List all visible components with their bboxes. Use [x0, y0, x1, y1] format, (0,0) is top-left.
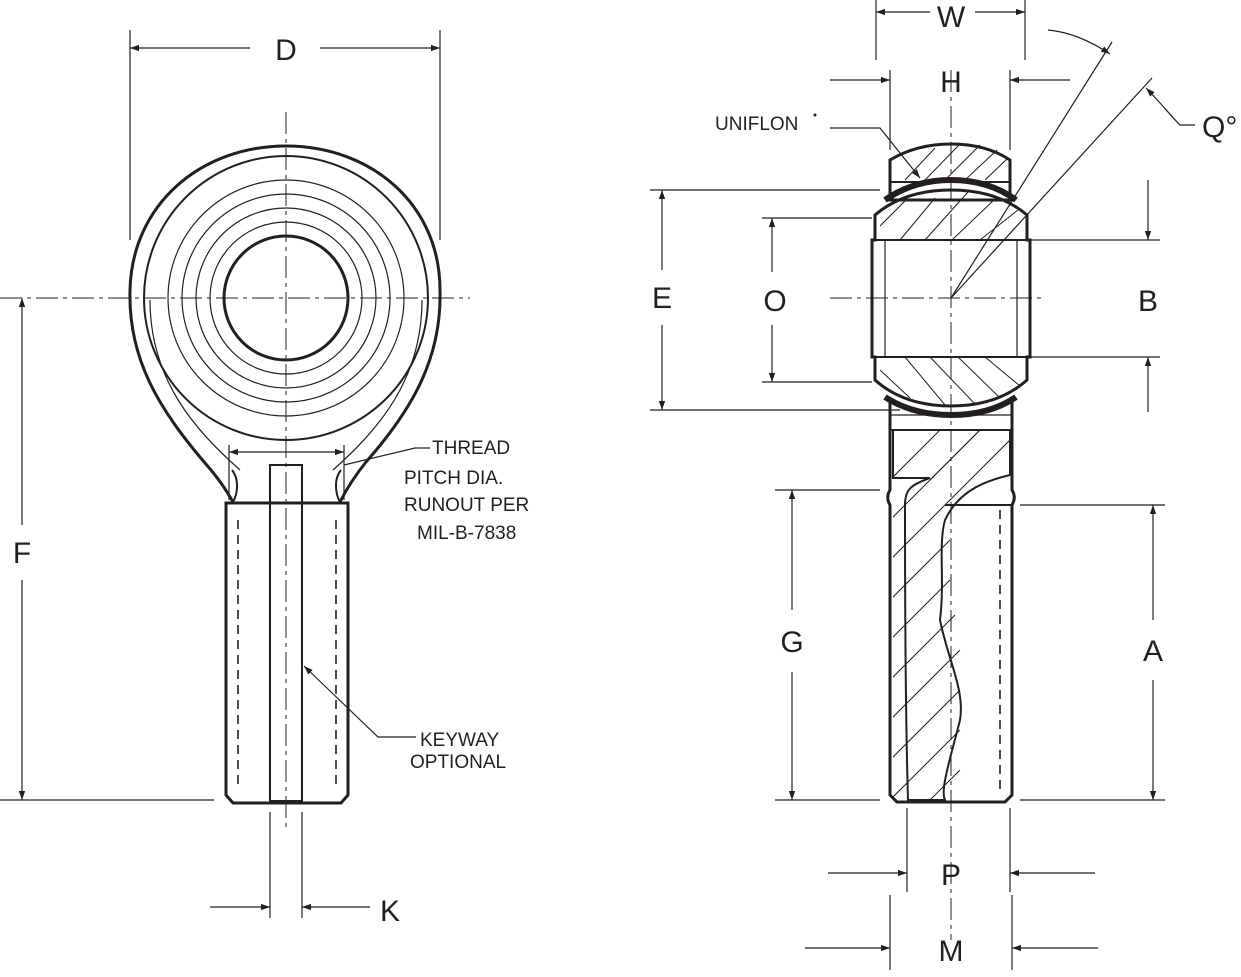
body-cutaway-region — [892, 429, 1011, 801]
note-thread-line2: PITCH DIA. — [404, 468, 503, 489]
dim-label-g: G — [780, 626, 803, 659]
ring — [209, 221, 363, 375]
dim-label-e: E — [652, 282, 672, 315]
front-view: D F THREAD PITCH DIA. RUNOUT PER MIL-B-7… — [0, 30, 529, 928]
angle-line — [950, 41, 1113, 299]
note-keyway-line2: OPTIONAL — [410, 752, 506, 773]
angle-line — [950, 77, 1153, 299]
dim-label-w: W — [937, 1, 966, 34]
dim-label-m: M — [939, 935, 964, 968]
ring — [167, 179, 405, 417]
note-uniflon: UNIFLON — [715, 114, 798, 135]
side-section-view: W H Q° UNIFLON E O B — [650, 0, 1237, 970]
rod-end-head-outline — [128, 144, 442, 503]
hatching — [904, 143, 1009, 181]
dim-label-d: D — [275, 34, 297, 67]
ball-hatching-bottom — [879, 356, 1021, 406]
bore — [222, 234, 350, 362]
rod-end-body-section — [886, 400, 1016, 804]
ring — [143, 155, 429, 441]
keyway-slot — [269, 464, 303, 802]
ring — [181, 193, 391, 403]
note-thread-line4: MIL-B-7838 — [417, 523, 516, 544]
threaded-shank — [224, 501, 350, 805]
dim-label-k: K — [380, 895, 400, 928]
dim-label-h: H — [940, 66, 962, 99]
dim-label-a: A — [1143, 635, 1163, 668]
note-thread-line3: RUNOUT PER — [404, 495, 529, 516]
dim-label-f: F — [13, 537, 31, 570]
body-hatching — [893, 430, 1010, 800]
dim-label-q: Q° — [1202, 111, 1237, 144]
ball-hatching-top — [879, 191, 1019, 241]
dim-label-p: P — [941, 859, 961, 892]
dim-label-b: B — [1138, 285, 1158, 318]
dim-label-o: O — [763, 285, 786, 318]
note-keyway-line1: KEYWAY — [420, 730, 500, 751]
ring — [195, 207, 377, 389]
outer-race-top — [888, 142, 1012, 202]
ball — [870, 188, 1032, 408]
note-thread-line1: THREAD — [432, 438, 510, 459]
uniflon-liner-top — [883, 176, 1018, 203]
